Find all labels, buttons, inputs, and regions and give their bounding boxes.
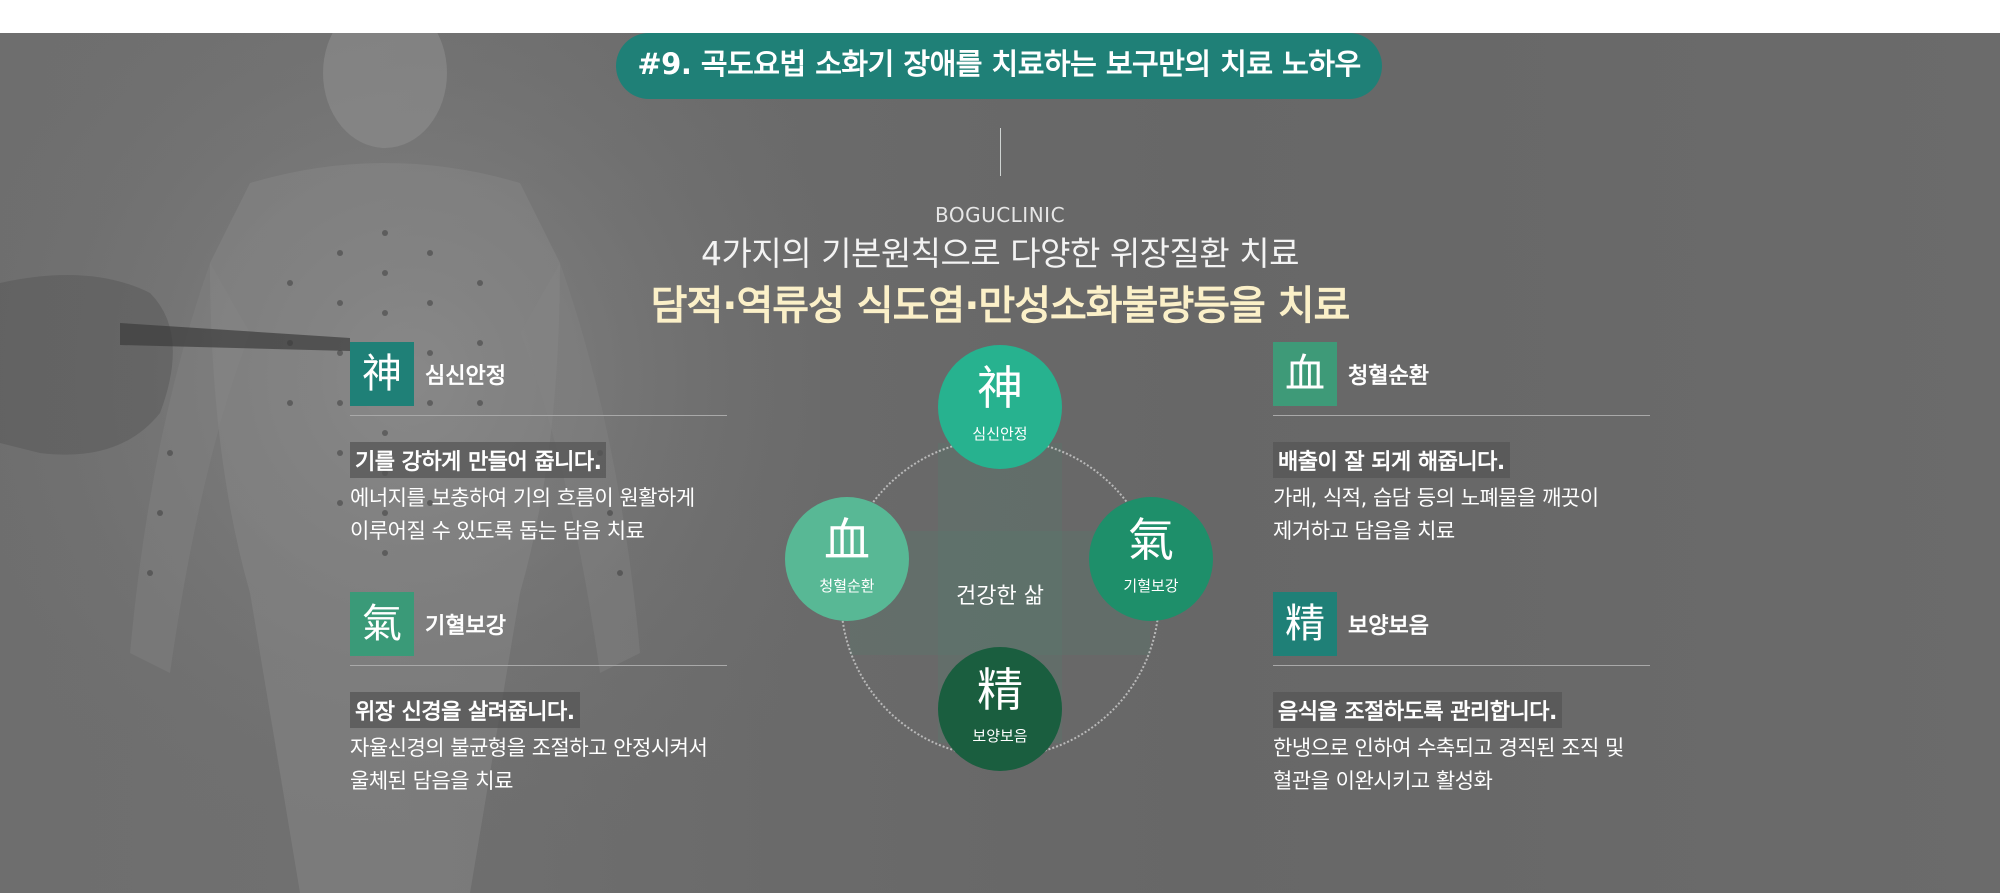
divider — [350, 665, 727, 666]
circle-label: 기혈보강 — [1123, 577, 1179, 595]
qi-energy-icon: 氣 — [1128, 513, 1174, 567]
shen-spirit-icon: 神 — [977, 361, 1023, 415]
principle-description: 자율신경의 불균형을 조절하고 안정시켜서 울체된 담음을 치료 — [350, 732, 750, 798]
jing-essence-icon: 精 — [977, 663, 1023, 717]
description-line: 혈관을 이완시키고 활성화 — [1273, 769, 1493, 793]
principle-lead: 음식을 조절하도록 관리합니다. — [1273, 692, 1562, 728]
description-line: 자율신경의 불균형을 조절하고 안정시켜서 — [350, 736, 708, 760]
divider — [1273, 665, 1650, 666]
brand-name: BOGUCLINIC — [934, 203, 1066, 227]
principle-title: 보양보음 — [1348, 614, 1429, 639]
principle-description: 가래, 식적, 습담 등의 노폐물을 깨끗이 제거하고 담음을 치료 — [1273, 482, 1673, 548]
principle-lead: 위장 신경을 살려줍니다. — [350, 692, 580, 728]
section-title-banner: #9. 곡도요법 소화기 장애를 치료하는 보구만의 치료 노하우 — [616, 33, 1382, 99]
divider-line — [1000, 128, 1001, 176]
description-line: 에너지를 보충하여 기의 흐름이 원활하게 — [350, 486, 695, 510]
xue-blood-icon: 血 — [824, 513, 870, 567]
jing-essence-icon: 精 — [1273, 592, 1337, 656]
background-panel: #9. 곡도요법 소화기 장애를 치료하는 보구만의 치료 노하우 BOGUCL… — [0, 33, 2000, 893]
principle-title: 청혈순환 — [1348, 364, 1429, 389]
description-line: 제거하고 담음을 치료 — [1273, 519, 1455, 543]
subtitle: 4가지의 기본원칙으로 다양한 위장질환 치료 — [701, 234, 1299, 273]
diagram-center-label: 건강한 삶 — [956, 584, 1044, 609]
principle-title: 기혈보강 — [425, 614, 506, 639]
diagram-circle-shen: 神 심신안정 — [938, 345, 1062, 469]
xue-blood-icon: 血 — [1273, 342, 1337, 406]
diagram-circle-jing: 精 보양보음 — [938, 647, 1062, 771]
principle-title: 심신안정 — [425, 364, 506, 389]
headline: 담적·역류성 식도염·만성소화불량등을 치료 — [650, 283, 1351, 329]
principle-lead: 기를 강하게 만들어 줍니다. — [350, 442, 607, 478]
description-line: 울체된 담음을 치료 — [350, 769, 513, 793]
diagram-circle-qi: 氣 기혈보강 — [1089, 497, 1213, 621]
principle-description: 한냉으로 인하여 수축되고 경직된 조직 및 혈관을 이완시키고 활성화 — [1273, 732, 1673, 798]
circle-label: 심신안정 — [972, 425, 1028, 443]
description-line: 가래, 식적, 습담 등의 노폐물을 깨끗이 — [1273, 486, 1599, 510]
top-white-strip — [0, 0, 2000, 33]
description-line: 한냉으로 인하여 수축되고 경직된 조직 및 — [1273, 736, 1624, 760]
circle-label: 청혈순환 — [819, 577, 875, 595]
principle-lead: 배출이 잘 되게 해줍니다. — [1273, 442, 1510, 478]
diagram-circle-xue: 血 청혈순환 — [785, 497, 909, 621]
principle-description: 에너지를 보충하여 기의 흐름이 원활하게 이루어질 수 있도록 돕는 담음 치… — [350, 482, 750, 548]
qi-energy-icon: 氣 — [350, 592, 414, 656]
divider — [350, 415, 727, 416]
divider — [1273, 415, 1650, 416]
circle-label: 보양보음 — [972, 727, 1028, 745]
description-line: 이루어질 수 있도록 돕는 담음 치료 — [350, 519, 645, 543]
shen-spirit-icon: 神 — [350, 342, 414, 406]
